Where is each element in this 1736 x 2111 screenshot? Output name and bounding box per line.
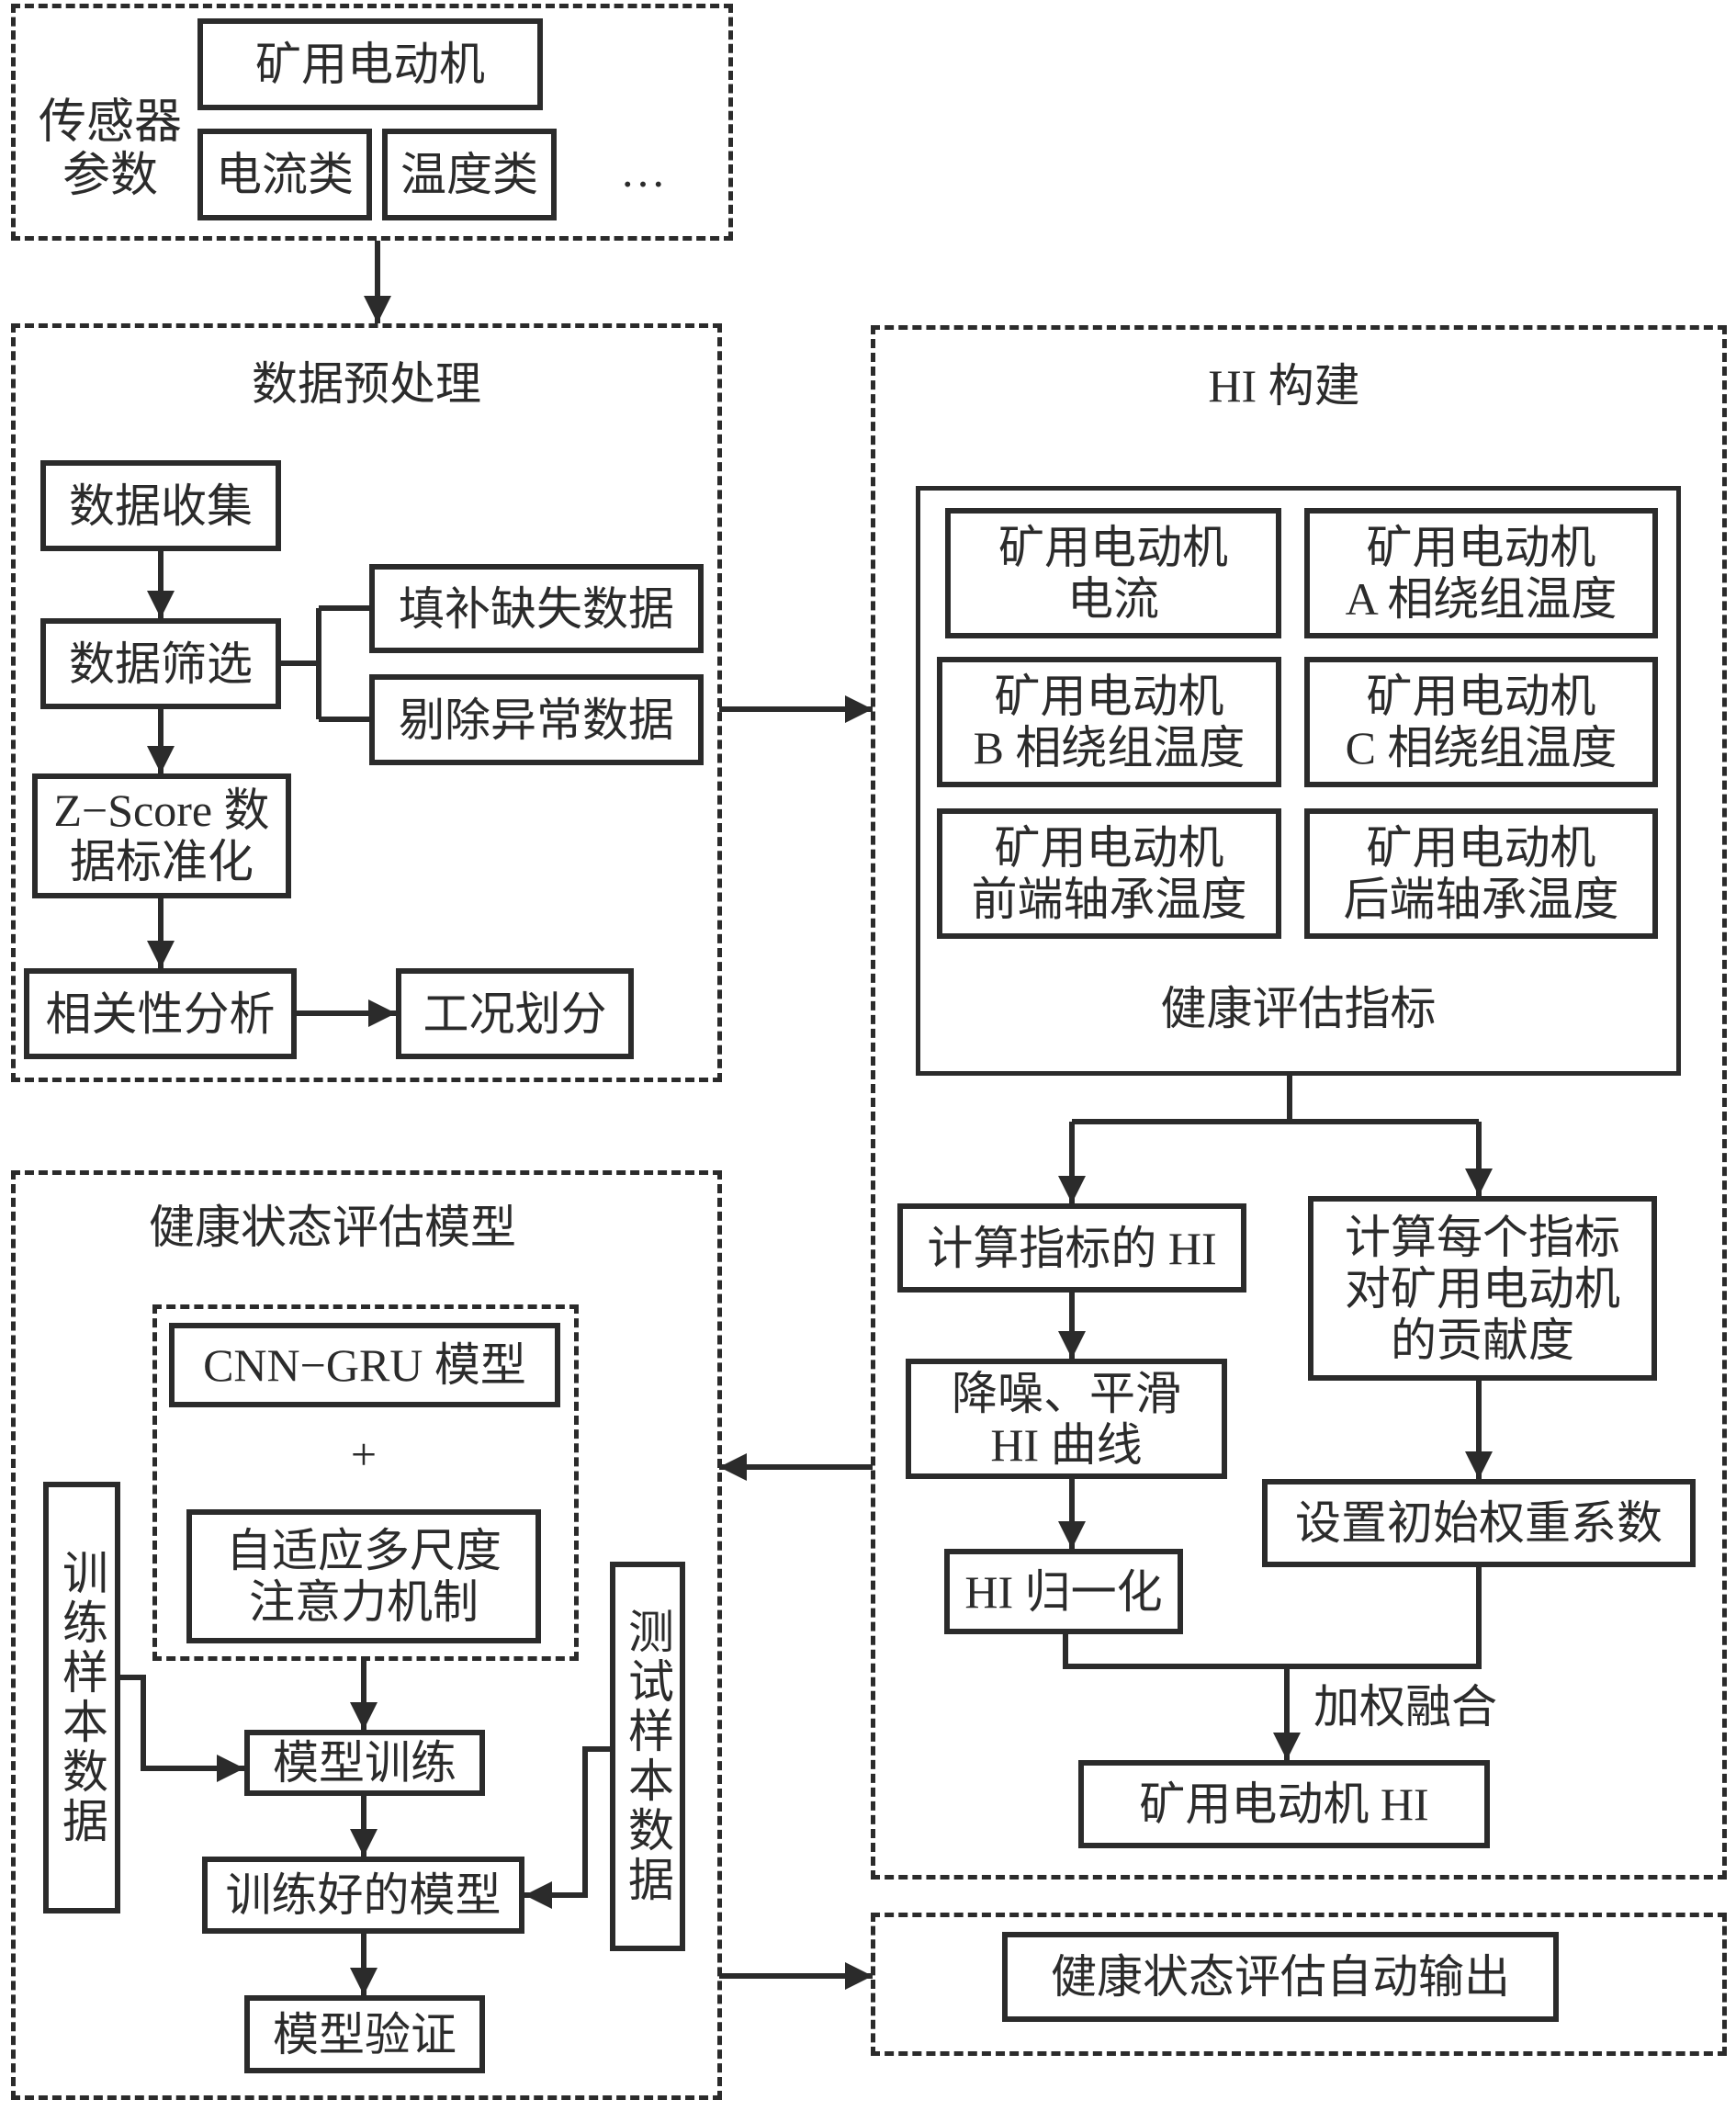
sensor-title: 传感器 参数	[38, 96, 182, 203]
collect-box: 数据收集	[40, 460, 281, 551]
preprocess-title: 数据预处理	[252, 358, 481, 410]
temperature-box: 温度类	[382, 129, 557, 220]
training-box: 模型训练	[244, 1730, 485, 1796]
indicator-front-bearing: 矿用电动机 前端轴承温度	[937, 808, 1281, 939]
filter-box: 数据筛选	[40, 618, 281, 709]
validation-box: 模型验证	[244, 1995, 485, 2073]
indicator-current: 矿用电动机 电流	[945, 508, 1281, 638]
train-samples-box: 训练样本数据	[43, 1482, 120, 1913]
indicators-label: 健康评估指标	[1160, 983, 1437, 1034]
denoise-box: 降噪、平滑 HI 曲线	[906, 1359, 1227, 1479]
correlation-box: 相关性分析	[24, 968, 297, 1059]
motor-box: 矿用电动机	[197, 18, 543, 110]
model-group	[11, 1170, 722, 2100]
indicator-rear-bearing: 矿用电动机 后端轴承温度	[1304, 808, 1658, 939]
model-title: 健康状态评估模型	[149, 1202, 516, 1253]
output-group	[871, 1913, 1727, 2056]
fill-missing-box: 填补缺失数据	[369, 564, 704, 653]
hi-group	[871, 325, 1727, 1880]
init-weights-box: 设置初始权重系数	[1262, 1479, 1696, 1567]
compute-hi-box: 计算指标的 HI	[897, 1203, 1246, 1293]
preprocess-group	[11, 323, 722, 1082]
sensor-ellipsis: …	[620, 145, 666, 197]
remove-outlier-box: 剔除异常数据	[369, 674, 704, 765]
auto-output-box: 健康状态评估自动输出	[1002, 1932, 1559, 2022]
cnn-gru-box: CNN−GRU 模型	[169, 1323, 560, 1407]
condition-box: 工况划分	[396, 968, 634, 1059]
hi-title: HI 构建	[1208, 360, 1360, 412]
arrow-train-samples-to-training	[120, 1675, 244, 1782]
indicator-c-phase: 矿用电动机 C 相绕组温度	[1304, 657, 1658, 787]
normalize-box: HI 归一化	[944, 1549, 1183, 1634]
model-core-group	[152, 1304, 579, 1661]
contribution-box: 计算每个指标 对矿用电动机 的贡献度	[1308, 1196, 1657, 1381]
test-samples-box: 测试样本数据	[610, 1562, 685, 1951]
current-box: 电流类	[197, 129, 372, 220]
indicator-a-phase: 矿用电动机 A 相绕组温度	[1304, 508, 1658, 638]
plus-sign: +	[350, 1428, 378, 1480]
motor-hi-box: 矿用电动机 HI	[1078, 1760, 1490, 1848]
trained-model-box: 训练好的模型	[202, 1857, 524, 1934]
fusion-label: 加权融合	[1313, 1681, 1497, 1733]
sensor-group	[11, 4, 733, 241]
attention-box: 自适应多尺度 注意力机制	[186, 1509, 541, 1643]
indicator-b-phase: 矿用电动机 B 相绕组温度	[937, 657, 1281, 787]
zscore-box: Z−Score 数 据标准化	[32, 773, 291, 898]
arrow-test-samples-to-trained	[524, 1746, 610, 1909]
